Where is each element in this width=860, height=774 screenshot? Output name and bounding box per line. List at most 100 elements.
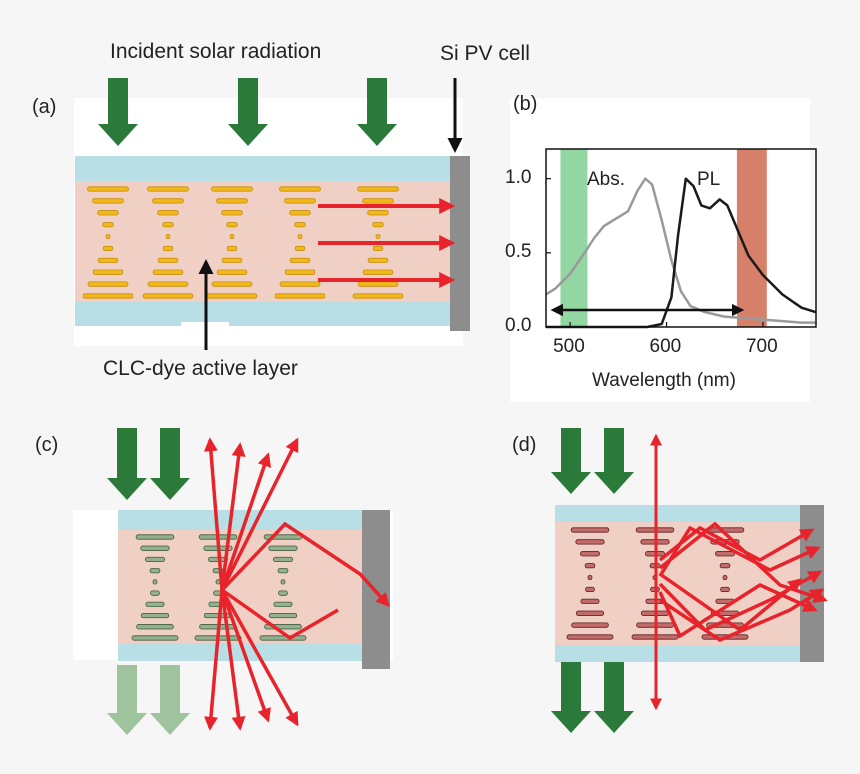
helix-bar	[278, 590, 288, 596]
top-glass	[75, 156, 450, 181]
scatter-ray	[220, 442, 246, 591]
x-tick-label: 500	[553, 336, 585, 357]
panel-c-device	[73, 428, 393, 735]
incident-arrow	[107, 428, 147, 500]
helix-bar	[157, 257, 179, 263]
helix-bar	[102, 245, 114, 252]
waveguided-ray	[659, 588, 825, 642]
helix-bar	[145, 601, 165, 607]
helix-bar	[352, 293, 404, 299]
helix-bar	[206, 293, 258, 299]
helix-bar	[82, 293, 134, 299]
x-tick-label: 600	[649, 336, 682, 357]
bottom-glass	[75, 302, 450, 326]
helix-bar	[575, 539, 605, 545]
helix-bar	[375, 233, 381, 240]
helix-bar	[135, 534, 175, 540]
spectrum-chart	[510, 98, 817, 402]
panel-c-label: (c)	[35, 434, 59, 456]
scatter-ray	[203, 437, 224, 591]
scatter-ray	[220, 589, 299, 727]
helix-bar	[280, 579, 286, 585]
helix-bar	[152, 579, 158, 585]
helix-bar	[575, 610, 605, 616]
helix-bar	[284, 269, 316, 275]
x-tick-label: 700	[745, 336, 778, 357]
guided-ray	[220, 521, 390, 608]
abs-annotation: Abs.	[587, 169, 626, 190]
panel-d-label: (d)	[512, 434, 537, 456]
guided-ray	[220, 588, 339, 641]
helix-bar	[268, 545, 298, 551]
scatter-ray	[220, 589, 246, 731]
pl-annotation: PL	[697, 169, 721, 190]
helix-bar	[152, 269, 184, 275]
helix-bar	[719, 563, 731, 569]
scatter-ray	[220, 589, 271, 723]
transmitted-arrow	[150, 665, 190, 735]
si-pv-cell	[450, 156, 470, 331]
helix-bar	[211, 186, 253, 192]
incident-arrow	[357, 78, 397, 146]
helix-bar	[92, 198, 124, 204]
si-pv-label: Si PV cell	[440, 42, 530, 65]
active-layer-label: CLC-dye active layer	[103, 357, 298, 380]
helix-bar	[587, 574, 593, 581]
y-tick-label: 0.0	[505, 315, 532, 336]
helix-bar	[715, 551, 735, 557]
waveguided-ray	[658, 521, 828, 604]
helix-bar	[362, 269, 394, 275]
helix-bar	[279, 281, 321, 287]
helix-bar	[273, 601, 293, 607]
helix-bar	[142, 293, 194, 299]
helix-bar	[580, 598, 600, 604]
helix-bar	[571, 622, 609, 628]
helix-bar	[97, 210, 119, 216]
x-axis-label: Wavelength (nm)	[592, 370, 736, 391]
emission-arrows	[318, 198, 456, 288]
helix-bar	[152, 198, 184, 204]
helix-bar	[165, 233, 171, 240]
helix-bar	[216, 269, 248, 275]
scattered-emission-c	[203, 437, 390, 731]
transmitted-arrows-c	[107, 665, 190, 735]
helix-bar	[277, 568, 289, 574]
panel-d-device	[551, 428, 828, 733]
helix-bar	[284, 198, 316, 204]
helix-bar	[570, 527, 610, 533]
clc-helices	[82, 186, 404, 299]
scatter-ray	[203, 589, 224, 731]
helix-bar	[136, 624, 174, 630]
helix-bar	[229, 233, 235, 240]
incident-arrow	[228, 78, 268, 146]
helix-bar	[131, 635, 179, 641]
waveguided-ray	[658, 525, 821, 577]
helix-bar	[147, 281, 189, 287]
helix-bar	[140, 612, 170, 619]
helix-bar	[259, 635, 307, 641]
helix-bar	[372, 222, 384, 228]
helix-bar	[157, 210, 179, 216]
panel-a-label: (a)	[32, 96, 57, 118]
helix-bar	[87, 186, 129, 192]
helix-bar	[722, 574, 728, 581]
helix-bar	[566, 634, 614, 640]
y-tick-label: 0.5	[505, 240, 532, 262]
helix	[352, 186, 404, 299]
helix-bar	[221, 210, 243, 216]
helix	[566, 527, 614, 640]
helix	[274, 186, 326, 299]
helix-bar	[367, 210, 389, 216]
helix-bar	[372, 245, 384, 252]
helix	[259, 534, 307, 641]
plot-frame	[545, 148, 817, 328]
helix-bar	[87, 281, 129, 287]
scatter-ray	[220, 437, 299, 591]
waveguided-emission-d	[650, 433, 828, 711]
helix-bar	[584, 563, 596, 569]
waveguided-ray	[658, 583, 818, 639]
helix-bar	[140, 545, 170, 551]
helix-bar	[105, 233, 111, 240]
helix-bar	[367, 257, 389, 263]
incident-arrows-d	[551, 428, 634, 733]
